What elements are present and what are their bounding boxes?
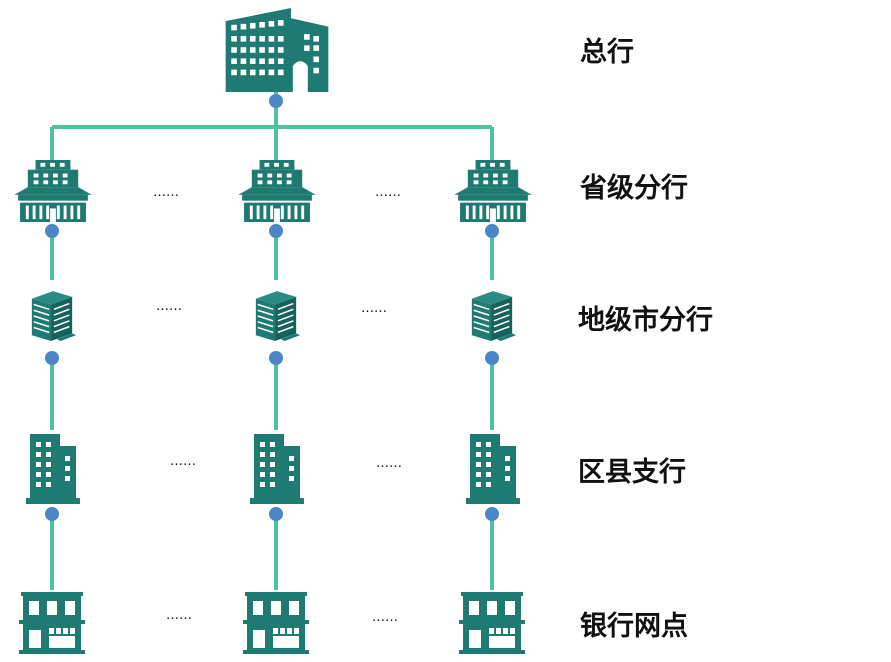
head-office-building-icon xyxy=(225,8,329,92)
government-building-icon xyxy=(454,160,532,222)
level-label-provincial: 省级分行 xyxy=(580,172,688,204)
office-tower-icon xyxy=(31,290,76,342)
ellipsis: …… xyxy=(170,454,196,469)
ellipsis: …… xyxy=(375,185,401,200)
ellipsis: …… xyxy=(361,301,387,316)
office-building-icon xyxy=(250,434,304,504)
storefront-icon xyxy=(19,592,85,654)
office-building-icon xyxy=(466,434,520,504)
level-label-prefecture: 地级市分行 xyxy=(578,304,713,336)
level-label-county: 区县支行 xyxy=(578,456,686,488)
node-dot xyxy=(45,224,59,238)
ellipsis-markers: …… …… …… …… …… …… …… …… xyxy=(153,185,402,625)
node-dot xyxy=(485,351,499,365)
ellipsis: …… xyxy=(166,608,192,623)
office-building-icon xyxy=(26,434,80,504)
node-dot xyxy=(269,507,283,521)
node-dot xyxy=(269,94,283,108)
node-dot xyxy=(485,224,499,238)
level-label-head-office: 总行 xyxy=(580,36,634,68)
node-dot xyxy=(45,507,59,521)
ellipsis: …… xyxy=(156,299,182,314)
storefront-icon xyxy=(459,592,525,654)
office-tower-icon xyxy=(255,290,300,342)
node-dot xyxy=(45,351,59,365)
node-dot xyxy=(485,507,499,521)
government-building-icon xyxy=(14,160,92,222)
government-building-icon xyxy=(238,160,316,222)
storefront-icon xyxy=(243,592,309,654)
level-label-outlet: 银行网点 xyxy=(580,610,688,642)
ellipsis: …… xyxy=(153,185,179,200)
connector-nodes xyxy=(45,94,499,521)
level-labels: 总行 省级分行 地级市分行 区县支行 银行网点 xyxy=(578,36,713,642)
ellipsis: …… xyxy=(372,610,398,625)
node-dot xyxy=(269,351,283,365)
node-dot xyxy=(269,224,283,238)
ellipsis: …… xyxy=(376,456,402,471)
office-tower-icon xyxy=(471,290,516,342)
